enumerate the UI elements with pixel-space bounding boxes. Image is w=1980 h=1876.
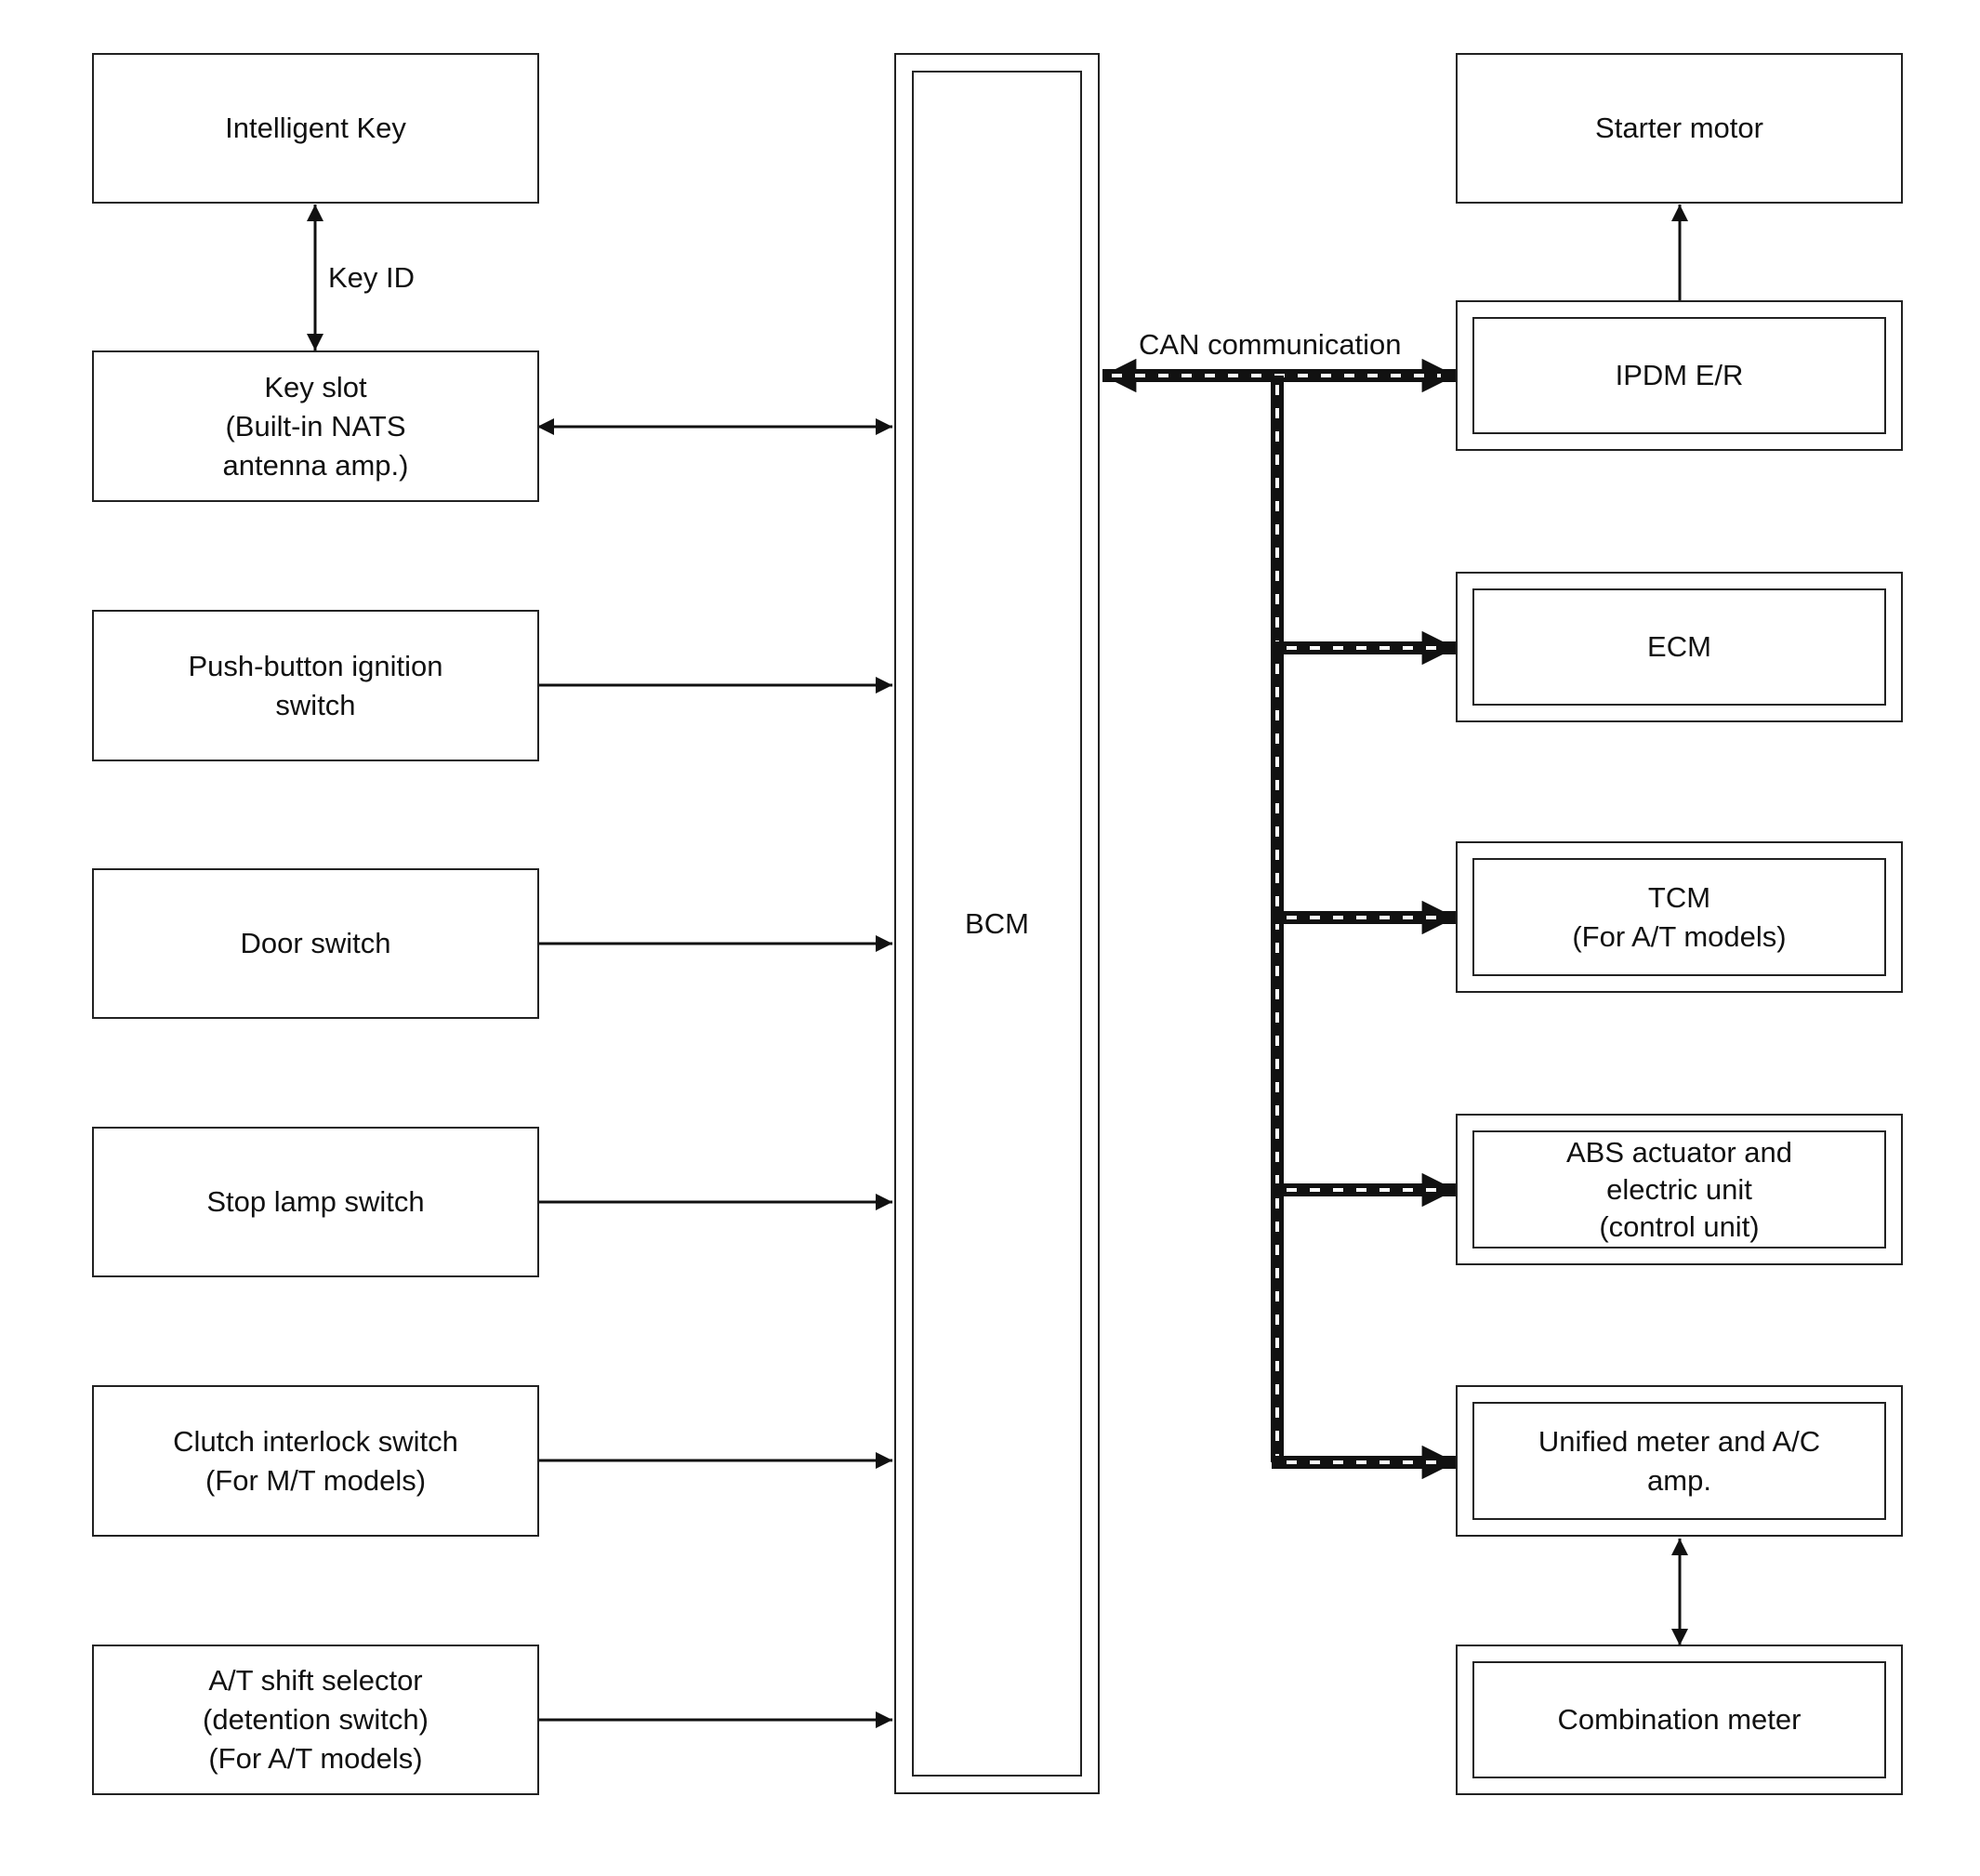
ecm-box: ECM	[1456, 572, 1903, 722]
stop-lamp-switch-label: Stop lamp switch	[206, 1185, 425, 1218]
key-slot-box: Key slot (Built-in NATS antenna amp.)	[92, 350, 539, 502]
intelligent-key-label: Intelligent Key	[225, 112, 406, 144]
stop-lamp-switch-box: Stop lamp switch	[92, 1127, 539, 1277]
clutch-interlock-switch-box: Clutch interlock switch (For M/T models)	[92, 1385, 539, 1537]
combination-meter-label: Combination meter	[1557, 1703, 1802, 1736]
tcm-label: TCM (For A/T models)	[1572, 880, 1787, 953]
key-slot-label: Key slot (Built-in NATS antenna amp.)	[222, 370, 409, 482]
can-bus	[1102, 358, 1456, 1480]
starter-motor-box: Starter motor	[1456, 53, 1903, 204]
unified-meter-label: Unified meter and A/C amp.	[1538, 1424, 1821, 1497]
can-communication-label: CAN communication	[1139, 328, 1402, 361]
door-switch-box: Door switch	[92, 868, 539, 1019]
at-shift-selector-label: A/T shift selector (detention switch) (F…	[203, 1664, 429, 1775]
starter-motor-label: Starter motor	[1595, 112, 1763, 144]
key-id-label: Key ID	[328, 261, 416, 294]
ipdm-er-box: IPDM E/R	[1456, 300, 1903, 451]
bcm-label: BCM	[965, 906, 1029, 940]
ipdm-er-label: IPDM E/R	[1615, 359, 1744, 391]
abs-actuator-box: ABS actuator and electric unit (control …	[1456, 1114, 1903, 1265]
ecm-label: ECM	[1647, 630, 1711, 663]
bcm-inner-frame	[912, 71, 1082, 1777]
push-button-ignition-switch-label: Push-button ignition switch	[188, 649, 443, 721]
intelligent-key-box: Intelligent Key	[92, 53, 539, 204]
tcm-box: TCM (For A/T models)	[1456, 841, 1903, 993]
push-button-ignition-switch-box: Push-button ignition switch	[92, 610, 539, 761]
unified-meter-box: Unified meter and A/C amp.	[1456, 1385, 1903, 1537]
abs-actuator-label: ABS actuator and electric unit (control …	[1566, 1135, 1792, 1243]
combination-meter-box: Combination meter	[1456, 1645, 1903, 1795]
door-switch-label: Door switch	[240, 927, 391, 959]
at-shift-selector-box: A/T shift selector (detention switch) (F…	[92, 1645, 539, 1795]
bcm-box: BCM	[894, 53, 1100, 1794]
clutch-interlock-switch-label: Clutch interlock switch (For M/T models)	[173, 1424, 458, 1497]
